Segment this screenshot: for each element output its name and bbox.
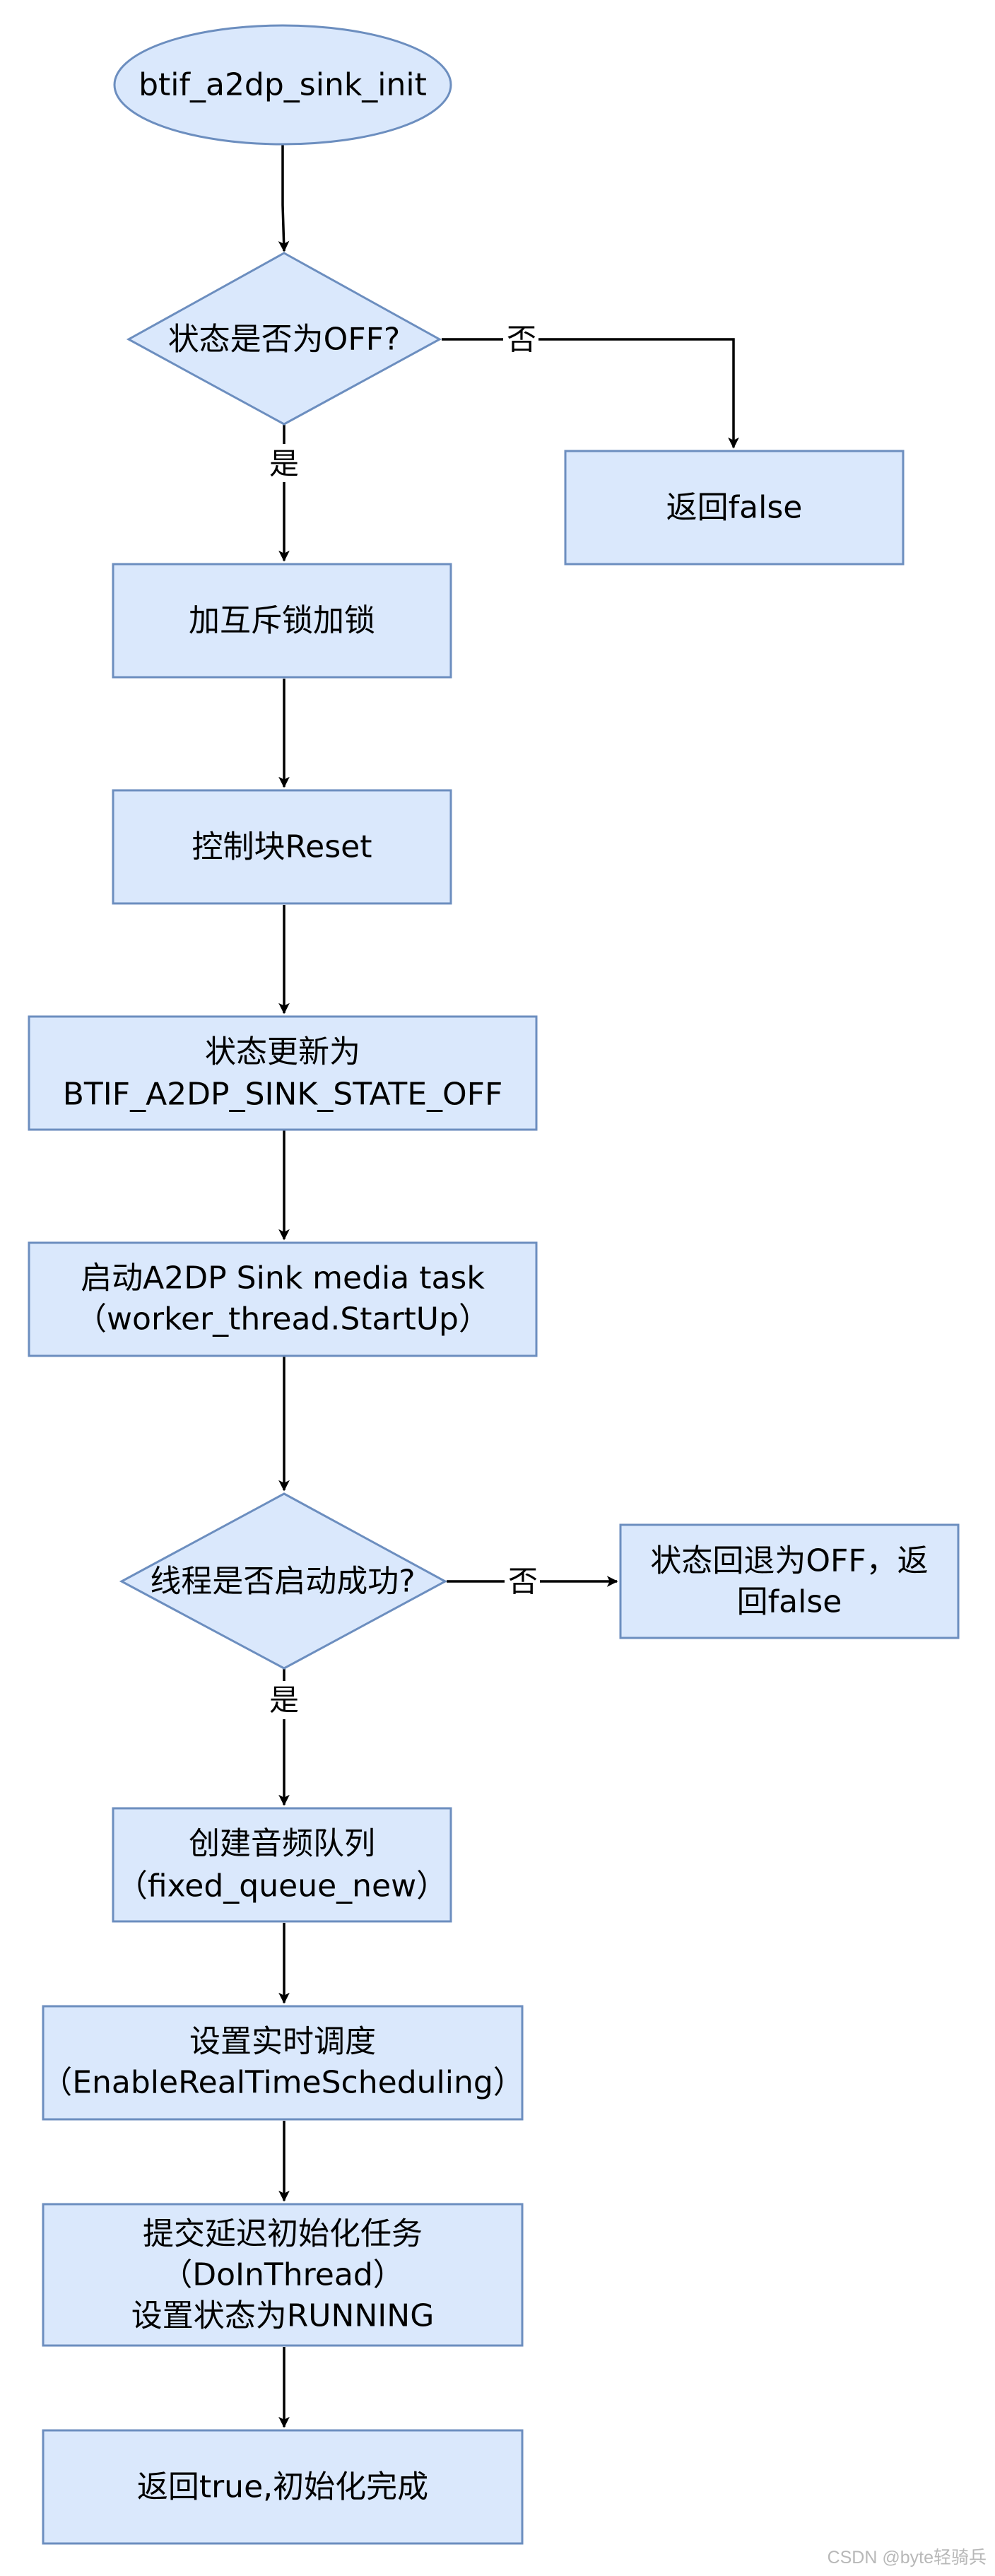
- node-return-false-1-label: 返回false: [666, 490, 803, 526]
- watermark-text: CSDN @byte轻骑兵: [828, 2548, 987, 2568]
- node-create-queue: 创建音频队列 （fixed_queue_new）: [112, 1807, 452, 1923]
- node-lock-mutex-label: 加互斥锁加锁: [189, 603, 375, 639]
- node-realtime-label-2: （EnableRealTimeScheduling）: [41, 2065, 524, 2101]
- node-submit-task-label-2: （DoInThread）: [161, 2257, 404, 2293]
- node-update-state-label-1: 状态更新为: [205, 1034, 360, 1070]
- svg-text:否: 否: [508, 1564, 538, 1599]
- svg-text:是: 是: [269, 447, 299, 481]
- node-submit-task-label-1: 提交延迟初始化任务: [143, 2216, 423, 2252]
- node-start: btif_a2dp_sink_init: [113, 24, 452, 146]
- node-create-queue-label-1: 创建音频队列: [189, 1826, 375, 1862]
- edge-label-thread-no: 否: [505, 1562, 540, 1600]
- node-start-task: 启动A2DP Sink media task （worker_thread.St…: [28, 1241, 538, 1357]
- node-start-label: btif_a2dp_sink_init: [139, 67, 427, 103]
- node-rollback-label-1: 状态回退为OFF，返: [650, 1543, 928, 1579]
- node-start-task-label-1: 启动A2DP Sink media task: [81, 1260, 485, 1296]
- node-reset-cb: 控制块Reset: [112, 789, 452, 905]
- node-update-state-label-2: BTIF_A2DP_SINK_STATE_OFF: [63, 1077, 503, 1113]
- node-check-state-label: 状态是否为OFF?: [168, 322, 401, 358]
- node-check-thread-label: 线程是否启动成功?: [150, 1564, 415, 1600]
- node-return-true: 返回true,初始化完成: [42, 2429, 524, 2545]
- node-update-state: 状态更新为 BTIF_A2DP_SINK_STATE_OFF: [28, 1015, 538, 1131]
- node-return-false-1: 返回false: [564, 450, 905, 566]
- edge-label-thread-yes: 是: [264, 1681, 304, 1719]
- edge-start-to-check-state: [278, 145, 290, 252]
- node-check-thread: 线程是否启动成功?: [119, 1492, 448, 1670]
- edge-check-state-no: [442, 338, 739, 449]
- node-return-true-label: 返回true,初始化完成: [137, 2469, 428, 2505]
- svg-text:否: 否: [507, 322, 536, 357]
- edge-label-state-yes: 是: [264, 444, 304, 482]
- node-rollback: 状态回退为OFF，返 回false: [619, 1523, 960, 1639]
- node-realtime: 设置实时调度 （EnableRealTimeScheduling）: [41, 2005, 524, 2121]
- svg-text:是: 是: [269, 1683, 299, 1718]
- node-submit-task: 提交延迟初始化任务 （DoInThread） 设置状态为RUNNING: [42, 2203, 524, 2347]
- node-check-state: 状态是否为OFF?: [126, 252, 442, 426]
- node-rollback-label-2: 回false: [737, 1584, 842, 1620]
- node-start-task-label-2: （worker_thread.StartUp）: [76, 1301, 490, 1337]
- node-submit-task-label-3: 设置状态为RUNNING: [131, 2298, 435, 2334]
- node-reset-cb-label: 控制块Reset: [192, 829, 372, 865]
- edge-label-state-no: 否: [503, 320, 538, 358]
- node-lock-mutex: 加互斥锁加锁: [112, 563, 452, 679]
- node-create-queue-label-2: （fixed_queue_new）: [117, 1868, 447, 1904]
- node-realtime-label-1: 设置实时调度: [189, 2024, 376, 2060]
